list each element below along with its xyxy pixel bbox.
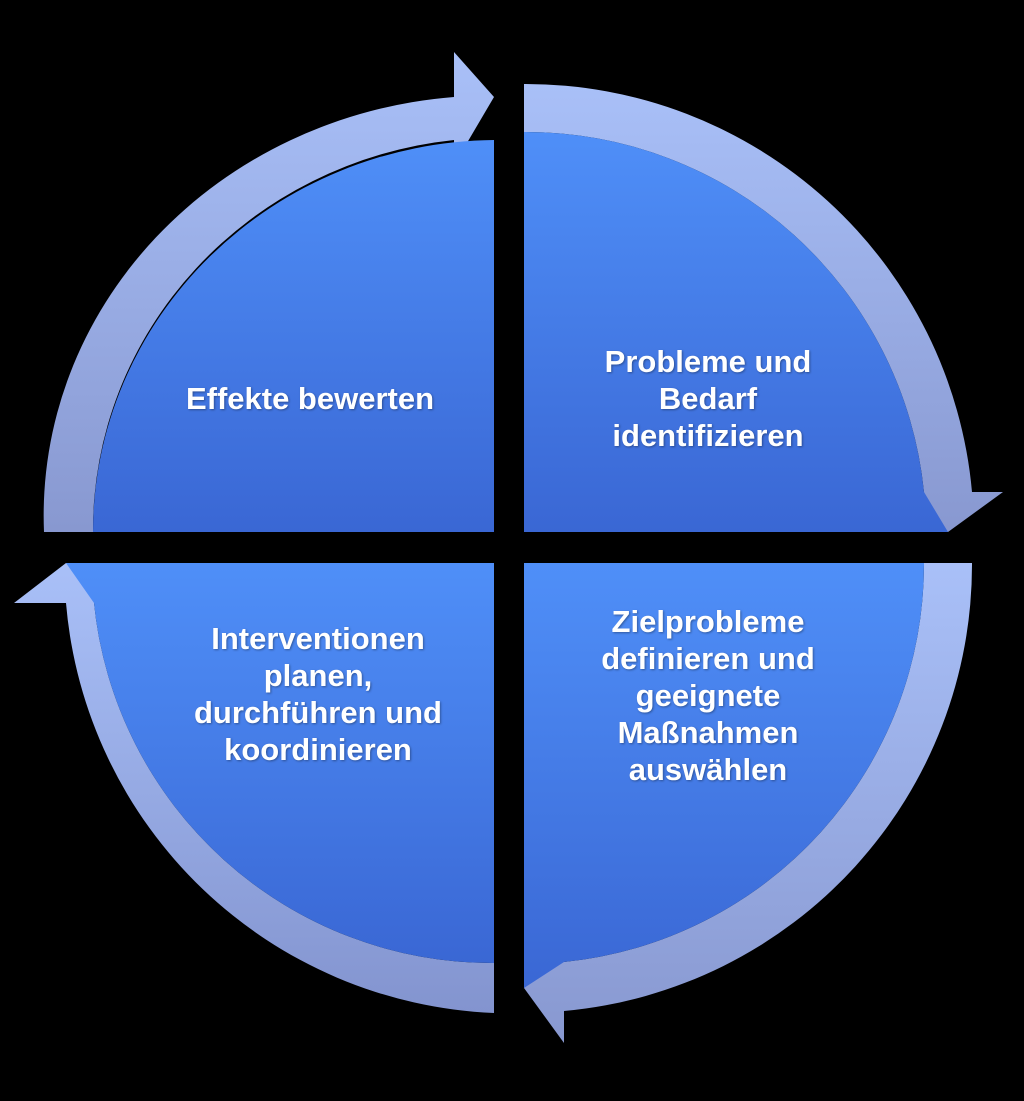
quadrant-bottom-left (14, 563, 494, 1013)
ring-arc-top-right (524, 83, 1003, 532)
quadrant-label-top-left: Effekte bewerten (185, 381, 435, 416)
quadrant-fill-bottom-left (66, 563, 494, 964)
ring-arc-bottom-right (524, 563, 973, 1043)
quadrant-fill-top-right (524, 131, 948, 532)
quadrant-top-right (524, 83, 1003, 532)
quadrant-bottom-right (524, 563, 973, 1043)
ring-arc-bottom-left (14, 563, 494, 1013)
ring-arc-top-left (43, 52, 495, 532)
quadrant-top-left (43, 52, 495, 532)
quadrant-label-bottom-left: Interventionen planen, durchführen und k… (194, 621, 442, 767)
quadrant-fill-bottom-right (524, 563, 925, 988)
quadrant-label-top-right: Probleme und Bedarf identifizieren (604, 344, 812, 453)
quadrant-label-bottom-right: Zielprobleme definieren und geeignete Ma… (601, 604, 815, 787)
quadrant-fill-top-left (93, 140, 494, 532)
